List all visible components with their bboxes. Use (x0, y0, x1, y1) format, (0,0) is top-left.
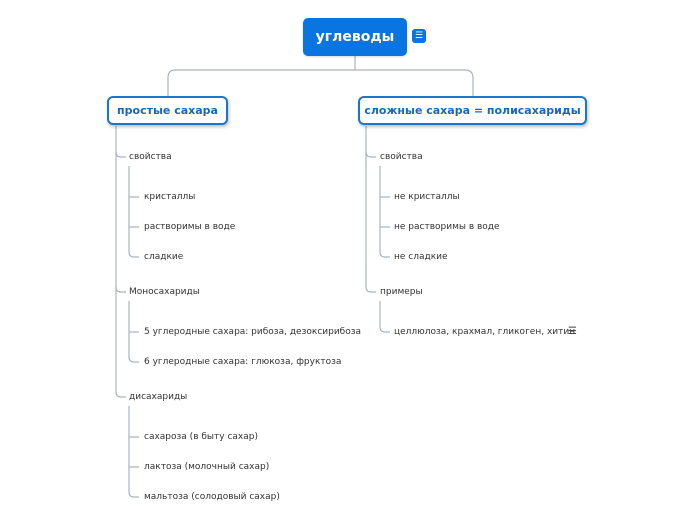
branch-simple-sugars[interactable]: простые сахара (107, 96, 228, 125)
topic-item[interactable]: 5 углеродные сахара: рибоза, дезоксирибо… (144, 327, 362, 337)
group-disaccharides[interactable]: дисахариды (129, 392, 188, 402)
topic-item[interactable]: не растворимы в воде (394, 222, 500, 232)
root-title: углеводы (315, 29, 395, 45)
topic-item[interactable]: целлюлоза, крахмал, гликоген, хитин (394, 327, 576, 337)
topic-item[interactable]: не кристаллы (394, 192, 460, 202)
branch-title: сложные сахара = полисахариды (364, 104, 581, 117)
topic-item[interactable]: кристаллы (144, 192, 196, 202)
topic-item[interactable]: мальтоза (солодовый сахар) (144, 492, 280, 502)
topic-item[interactable]: 6 углеродные сахара: глюкоза, фруктоза (144, 357, 342, 367)
group-examples[interactable]: примеры (380, 287, 423, 297)
branch-title: простые сахара (117, 104, 218, 117)
note-icon[interactable]: ☰ (412, 29, 426, 43)
group-properties[interactable]: свойства (380, 152, 423, 162)
topic-item[interactable]: растворимы в воде (144, 222, 236, 232)
root-node[interactable]: углеводы (303, 18, 407, 56)
topic-item[interactable]: сахароза (в быту сахар) (144, 432, 258, 442)
topic-item[interactable]: сладкие (144, 252, 184, 262)
group-properties[interactable]: свойства (129, 152, 172, 162)
topic-item[interactable]: лактоза (молочный сахар) (144, 462, 270, 472)
branch-complex-sugars[interactable]: сложные сахара = полисахариды (358, 96, 587, 125)
topic-item[interactable]: не сладкие (394, 252, 448, 262)
group-monosaccharides[interactable]: Моносахариды (129, 287, 200, 297)
note-icon[interactable]: ☰ (568, 326, 577, 337)
